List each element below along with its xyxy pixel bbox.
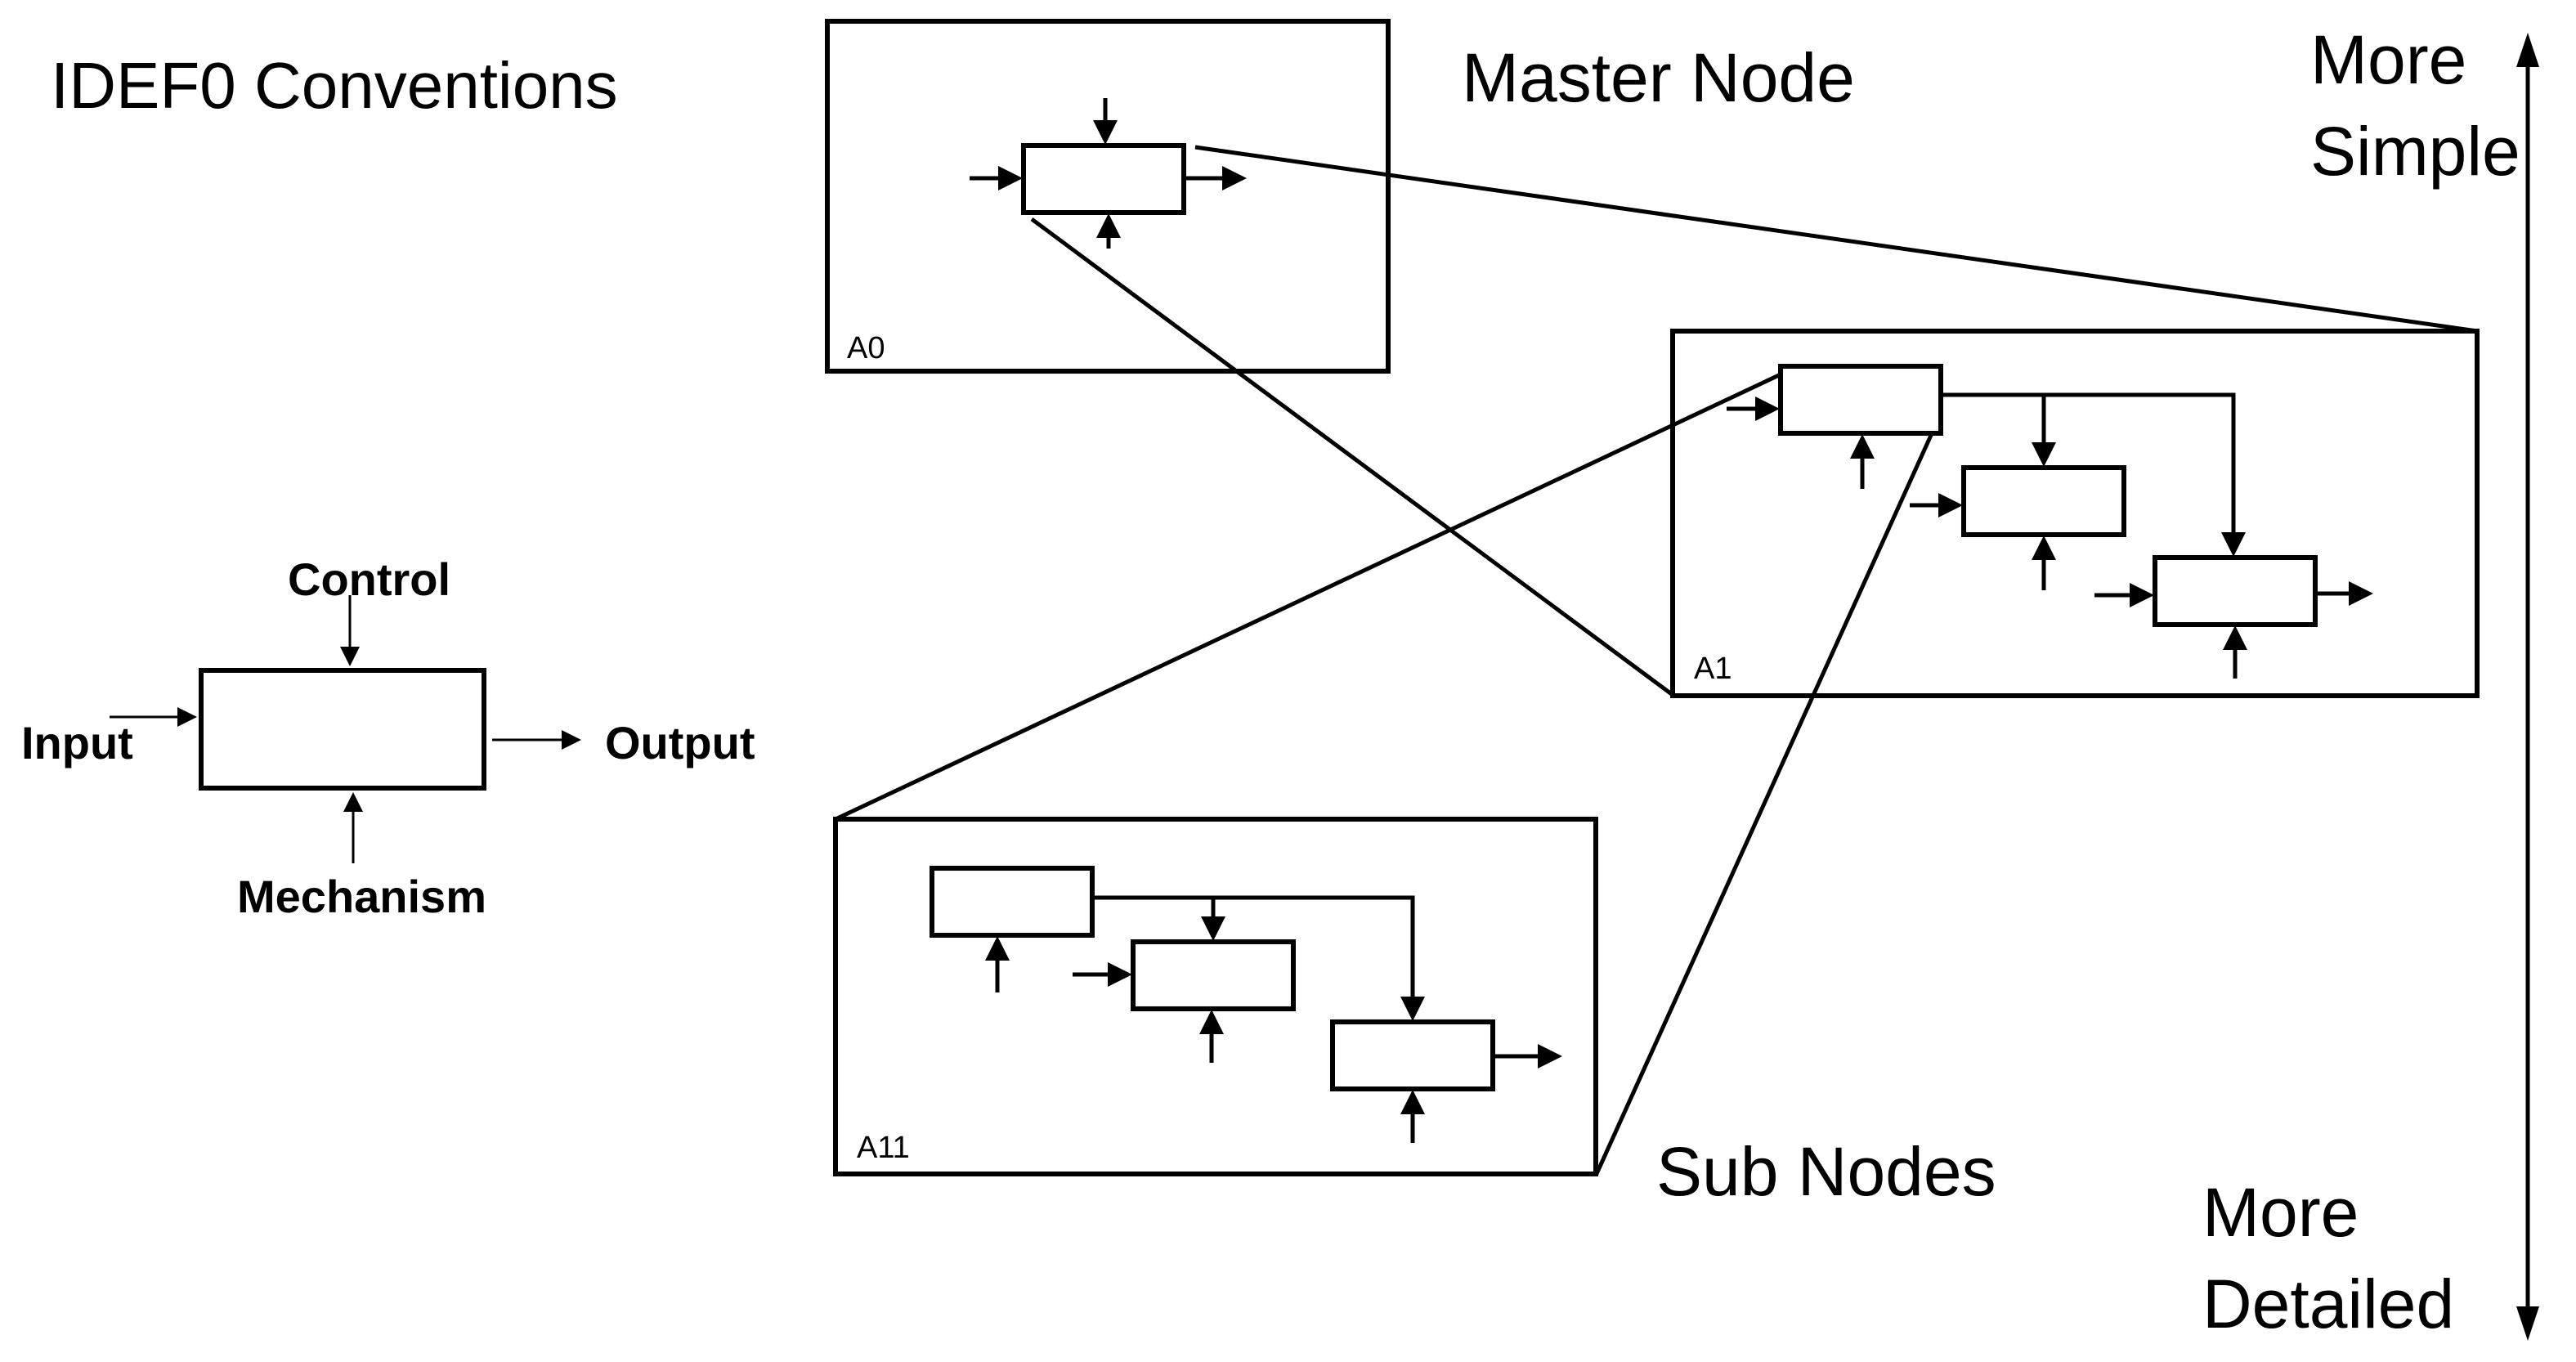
zoom-line-a1-top	[834, 372, 1782, 822]
control-label: Control	[288, 553, 450, 605]
zoom-line-a0-top	[1194, 145, 2478, 334]
a11-box-3	[1330, 1019, 1495, 1091]
legend-box	[199, 668, 486, 791]
frame-a1-border	[1670, 329, 2480, 698]
master-node-label: Master Node	[1462, 39, 1855, 116]
a1-output-feed-3	[2044, 392, 2246, 557]
mechanism-label: Mechanism	[237, 871, 486, 922]
a1-box-3	[2153, 555, 2318, 627]
a1-box-2	[1961, 465, 2126, 537]
scale-arrow-down-icon	[2516, 1306, 2539, 1341]
output-label: Output	[605, 717, 755, 768]
frame-a0-label: A0	[847, 331, 885, 365]
a11-output-feed-3	[1213, 895, 1425, 1021]
a0-function-box	[1021, 143, 1186, 215]
a11-box-2	[1131, 939, 1296, 1011]
scale-arrow-up-icon	[2516, 33, 2539, 67]
frame-a1-label: A1	[1694, 652, 1732, 686]
sub-nodes-label: Sub Nodes	[1656, 1133, 1996, 1210]
frame-a1: A1	[1670, 329, 2480, 698]
frame-a0: A0	[825, 19, 1391, 374]
frame-a11-border	[833, 817, 1598, 1176]
input-label: Input	[21, 717, 133, 768]
a1-output-feed-2	[1941, 392, 2056, 467]
zoom-line-a1-bottom	[1593, 430, 1935, 1177]
scale-bottom-line1: More	[2202, 1174, 2359, 1251]
zoom-line-a0-bottom	[1030, 217, 1674, 697]
frame-a11: A11	[833, 817, 1598, 1176]
scale-top-line1: More	[2310, 21, 2466, 98]
a11-output-feed-2	[1092, 895, 1225, 941]
detail-scale: More Simple More Detailed	[2202, 21, 2539, 1342]
scale-top-line2: Simple	[2310, 113, 2520, 190]
legend-function-box: Control Input Output Mechanism	[21, 553, 755, 922]
a11-box-1	[930, 866, 1095, 938]
frame-a11-label: A11	[857, 1131, 910, 1165]
a1-box-1	[1778, 364, 1943, 436]
diagram-title: IDEF0 Conventions	[51, 49, 618, 122]
frame-a0-border	[825, 19, 1391, 374]
scale-bottom-line2: Detailed	[2202, 1266, 2454, 1342]
